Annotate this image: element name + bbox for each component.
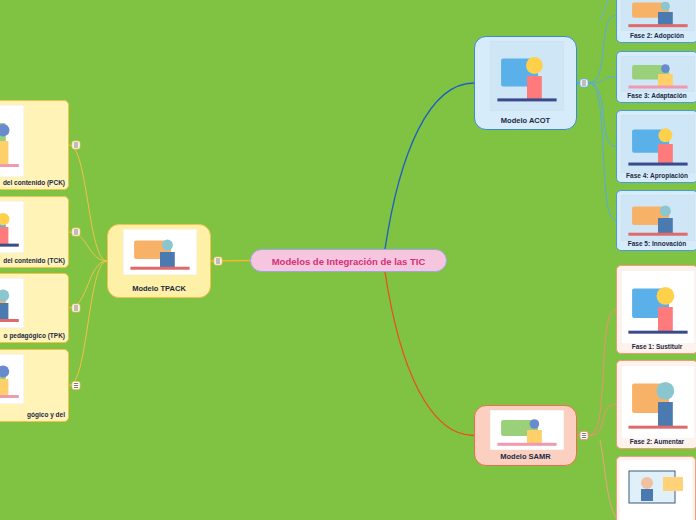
collapse-icon xyxy=(72,382,80,390)
illustration xyxy=(621,0,695,31)
subtopic-box: del contenido (TCK) xyxy=(0,196,69,268)
connector xyxy=(577,16,616,84)
subtopic-box: Fase 3: Adaptación xyxy=(616,51,696,103)
subtopic-box: del contenido (PCK) xyxy=(0,100,69,190)
connector xyxy=(69,261,107,308)
connector xyxy=(69,145,107,261)
node-label: Fase 1: Sustituir xyxy=(617,343,696,350)
node-label: Fase 2: Aumentar xyxy=(617,438,696,445)
node-label: Fase 3: Adaptación xyxy=(617,92,696,99)
node-label: Fase 4: Apropiación xyxy=(617,172,696,179)
branch-line xyxy=(600,440,616,518)
node-label: del contenido (TCK) xyxy=(0,257,68,264)
node-label: gógico y del xyxy=(0,411,68,418)
node-label: Modelo ACOT xyxy=(475,116,576,125)
connector xyxy=(385,272,474,436)
connector xyxy=(577,83,616,221)
illustration xyxy=(621,365,695,439)
illustration xyxy=(621,115,695,173)
connector xyxy=(69,232,107,261)
topic-box: Modelo ACOT xyxy=(474,36,577,130)
branch-line xyxy=(600,0,610,20)
collapse-icon xyxy=(72,141,80,149)
connector xyxy=(577,77,616,83)
illustration xyxy=(490,41,564,111)
subtopic-box: Fase 5: Innovación xyxy=(616,190,696,251)
illustration xyxy=(621,270,695,344)
node-label: Fase 2: Adopción xyxy=(617,32,696,39)
topic-box: Modelo TPACK xyxy=(107,224,211,298)
illustration xyxy=(123,229,197,275)
central-title: Modelos de Integración de las TIC xyxy=(251,256,446,267)
subtopic-box: o pedagógico (TPK) xyxy=(0,273,69,343)
connector xyxy=(577,310,616,436)
connector xyxy=(385,83,474,249)
illustration xyxy=(617,457,695,520)
collapse-icon xyxy=(214,257,222,265)
subtopic-box: Fase 2: Aumentar xyxy=(616,360,696,449)
node-label: o pedagógico (TPK) xyxy=(0,332,68,339)
subtopic-box: Fase 4: Apropiación xyxy=(616,110,696,183)
connector xyxy=(69,261,107,386)
node-label: Modelo TPACK xyxy=(108,284,210,293)
illustration xyxy=(0,201,24,253)
node-label: Modelo SAMR xyxy=(475,452,576,461)
illustration xyxy=(0,278,24,328)
collapse-icon xyxy=(72,304,80,312)
subtopic-box: Fase 2: Adopción xyxy=(616,0,696,43)
topic-box: Modelo SAMR xyxy=(474,405,577,466)
connector xyxy=(577,405,616,436)
connector xyxy=(211,260,250,262)
illustration xyxy=(0,354,24,404)
collapse-icon xyxy=(72,228,80,236)
illustration xyxy=(490,410,564,450)
subtopic-box: gógico y del xyxy=(0,349,69,422)
illustration xyxy=(0,105,24,177)
illustration xyxy=(621,195,695,241)
collapse-icon xyxy=(580,432,588,440)
cut-off-box xyxy=(616,456,696,520)
subtopic-box: Fase 1: Sustituir xyxy=(616,265,696,354)
illustration xyxy=(621,56,695,92)
central-topic: Modelos de Integración de las TIC xyxy=(250,249,447,272)
collapse-icon xyxy=(580,79,588,87)
node-label: Fase 5: Innovación xyxy=(617,240,696,247)
node-label: del contenido (PCK) xyxy=(0,179,68,186)
